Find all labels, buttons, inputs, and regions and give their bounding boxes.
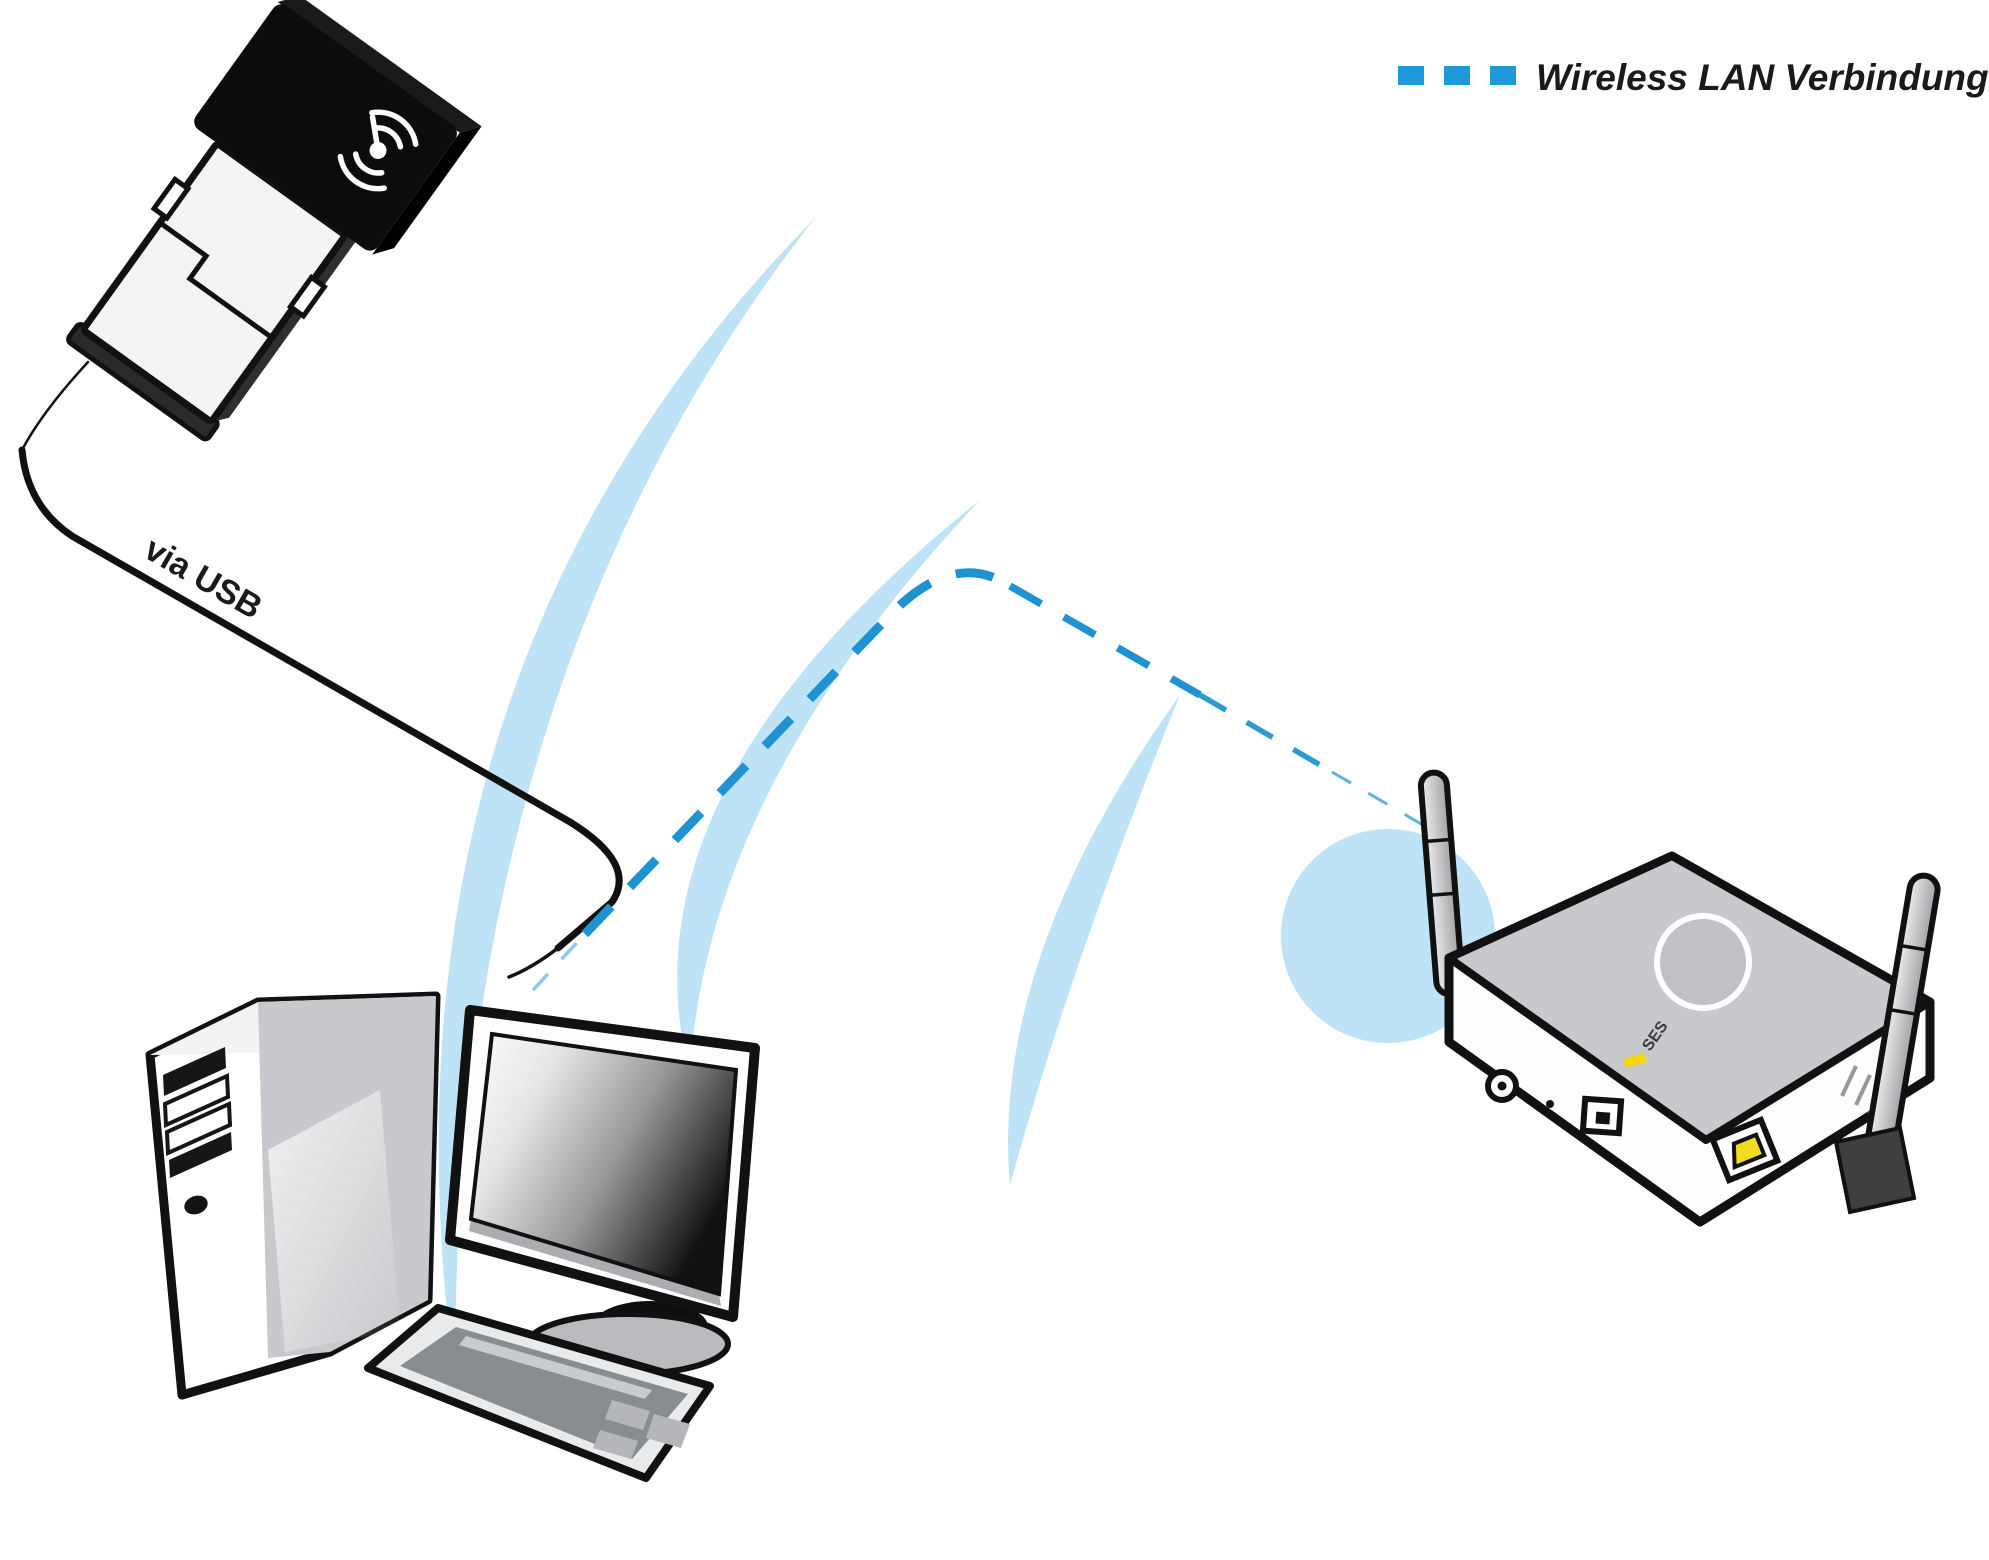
radio-wave-icon (337, 109, 419, 192)
rear-ports (1485, 1069, 1782, 1185)
signal-wave-middle (677, 500, 980, 1075)
adapter-cap-underside (372, 126, 482, 255)
keyboard-key-field (400, 1327, 688, 1459)
drive-bay-1 (163, 1047, 226, 1096)
usb-plug-tab-bottom (286, 273, 328, 320)
adapter-cap-side (277, 0, 482, 133)
ses-led (1623, 1053, 1647, 1068)
desktop-computer (145, 991, 760, 1482)
keyboard-key-block-1 (605, 1400, 650, 1430)
drive-bay-4 (169, 1132, 232, 1178)
lan-port (1708, 1115, 1782, 1185)
monitor (445, 1005, 760, 1322)
monitor-bezel-strip (469, 1219, 721, 1306)
usb-wlan-adapter (66, 0, 482, 442)
drive-bay-3 (164, 1100, 233, 1157)
usb-plug-notch-line (158, 220, 274, 340)
power-button (184, 1195, 208, 1215)
tower-sheen (268, 1090, 400, 1352)
signal-waves (438, 218, 1180, 1380)
usb-plug-tab-top (150, 175, 192, 222)
wireless-access-point: SES (1281, 769, 1941, 1227)
keyboard-key-block-3 (646, 1414, 690, 1448)
legend: Wireless LAN Verbindung (1398, 57, 1989, 98)
legend-label: Wireless LAN Verbindung (1536, 57, 1989, 98)
adapter-cap (194, 4, 457, 251)
legend-dash-icon (1398, 66, 1516, 85)
pc-tower (145, 991, 441, 1400)
keyboard (364, 1304, 714, 1482)
signal-wave-outer (438, 218, 815, 1380)
top-button-circle (1654, 913, 1752, 1011)
signal-wave-inner (1008, 695, 1180, 1185)
keyboard-key-block-2 (593, 1430, 638, 1459)
monitor-screen (468, 1031, 739, 1297)
wireless-link (531, 568, 1429, 992)
antenna-mount (1833, 1125, 1917, 1215)
keyboard-row-separator (459, 1336, 652, 1399)
drive-bay-2 (162, 1072, 231, 1129)
usb-cable (18, 360, 623, 979)
reset-hole (1546, 1100, 1554, 1108)
